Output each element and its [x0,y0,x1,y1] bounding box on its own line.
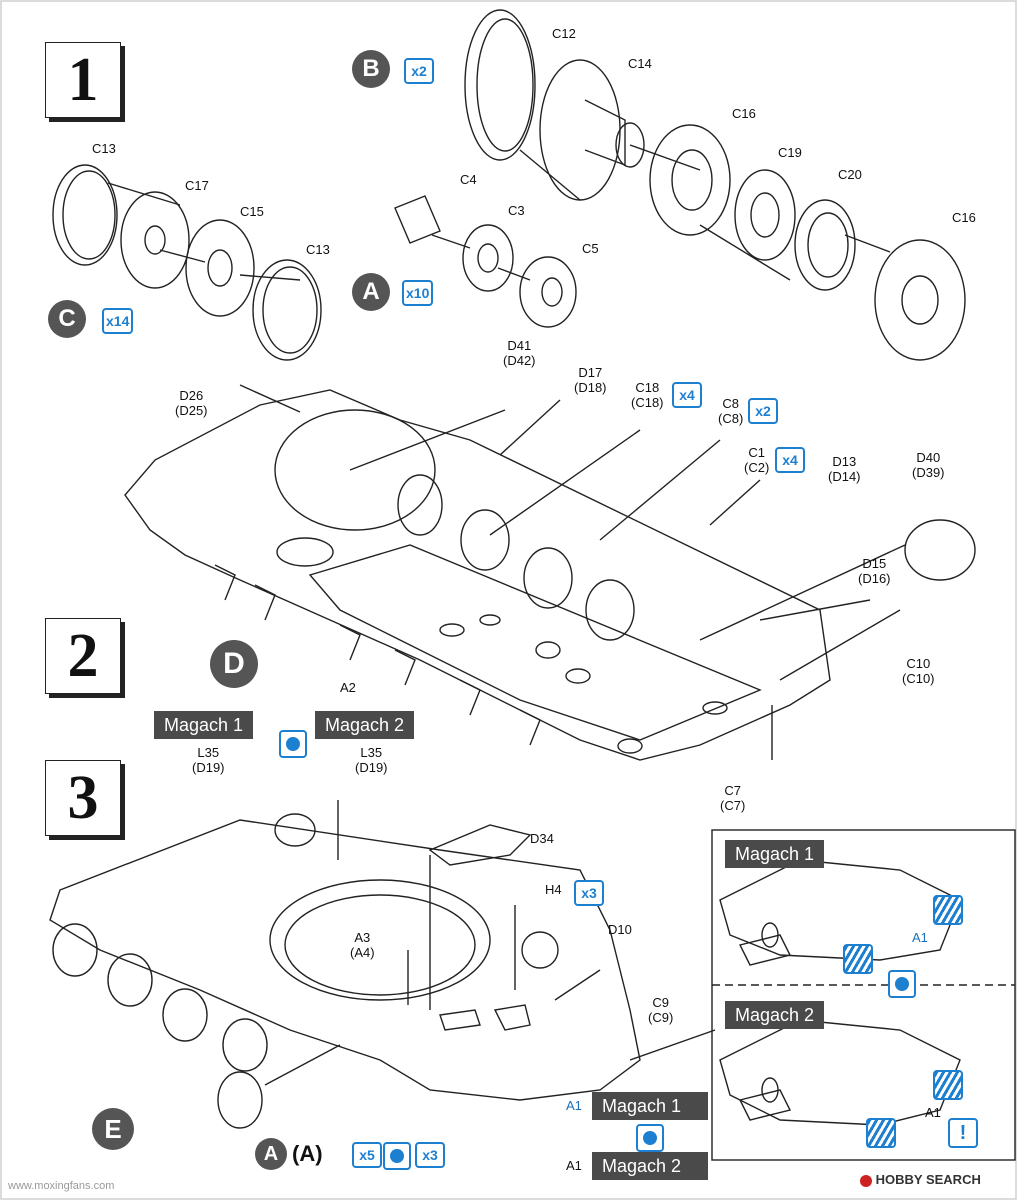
qty-a-x5: x5 [352,1142,382,1168]
part-label-c10: C10 (C10) [902,656,935,686]
part-label-c18: C18 (C18) [631,380,664,410]
part-label-c19: C19 [778,145,802,160]
part-label-c13-right: C13 [306,242,330,257]
part-label-d41: D41 (D42) [503,338,536,368]
inset-tag-magach1: Magach 1 [725,840,825,868]
part-label-c8: C8 (C8) [718,396,744,426]
subassembly-a-badge: A [352,273,390,311]
qty-c8: x2 [748,398,778,424]
swap-icon-bottom [383,1142,411,1170]
drive-sprocket-drawing [464,9,966,361]
subassembly-a-bottom-badge: A [255,1138,287,1170]
qty-c: x14 [102,308,134,334]
subassembly-a-paren-label: (A) [292,1141,323,1166]
part-label-d34: D34 [530,831,554,846]
paint-icon-inset-1 [933,895,963,925]
hull-upper-drawing [49,800,716,1129]
paint-icon-inset-2 [843,944,873,974]
variant-tag-magach1: Magach 1 [154,711,254,739]
subassembly-c-badge: C [48,300,86,338]
qty-c18: x4 [672,382,702,408]
swap-icon-variants [279,730,307,758]
swap-icon-inset [888,970,916,998]
part-label-d17: D17 (D18) [574,365,607,395]
footer-brand-label: HOBBY SEARCH [875,1172,981,1187]
part-label-d26: D26 (D25) [175,388,208,418]
qty-b: x2 [404,58,434,84]
part-label-c12: C12 [552,26,576,41]
part-label-l35-left: L35 (D19) [192,745,225,775]
part-label-c9: C9 (C9) [648,995,674,1025]
paint-icon-inset-4 [866,1118,896,1148]
qty-c1: x4 [775,447,805,473]
part-label-c7: C7 (C7) [720,783,746,813]
brand-logo-icon [860,1174,872,1187]
part-label-c14: C14 [628,56,652,71]
part-label-c1: C1 (C2) [744,445,770,475]
part-label-c17: C17 [185,178,209,193]
hull-lower-drawing [124,384,976,761]
bottom-tag-magach2: Magach 2 [592,1152,708,1180]
qty-a-x3: x3 [415,1142,445,1168]
part-label-a3: A3 (A4) [350,930,375,960]
part-label-c5: C5 [582,241,599,256]
part-label-c16-top: C16 [732,106,756,121]
swap-icon-bottom-variants [636,1124,664,1152]
part-label-a2: A2 [340,680,356,695]
inset-part-a1-top: A1 [912,930,928,945]
variant-tag-magach2: Magach 2 [315,711,415,739]
footer-site: www.moxingfans.com [8,1180,115,1192]
part-label-c13-left: C13 [92,141,116,156]
part-label-c20: C20 [838,167,862,182]
bottom-tag-magach1: Magach 1 [592,1092,708,1120]
part-label-d40: D40 (D39) [912,450,945,480]
inset-tag-magach2: Magach 2 [725,1001,825,1029]
inset-detail-drawing [719,859,961,1126]
bottom-part-a1-blue: A1 [566,1098,582,1113]
subassembly-b-badge: B [352,50,390,88]
qty-a: x10 [402,280,434,306]
warning-icon-inset: ! [948,1118,978,1148]
step-number-3: 3 [45,760,121,836]
step-number-1: 1 [45,42,121,118]
inset-part-a1-bottom: A1 [925,1105,941,1120]
qty-h4: x3 [574,880,604,906]
part-label-c3: C3 [508,203,525,218]
footer-brand: HOBBY SEARCH [860,1172,981,1187]
return-roller-drawing [394,195,577,328]
step-number-2: 2 [45,618,121,694]
part-label-d13: D13 (D14) [828,454,861,484]
part-label-l35-right: L35 (D19) [355,745,388,775]
part-label-c4: C4 [460,172,477,187]
part-label-d10: D10 [608,922,632,937]
part-label-h4: H4 [545,882,562,897]
paint-icon-inset-3 [933,1070,963,1100]
part-label-d15: D15 (D16) [858,556,891,586]
subassembly-e-badge: E [92,1108,134,1150]
bottom-part-a1: A1 [566,1158,582,1173]
road-wheel-assembly-drawing [52,164,322,361]
part-label-c15: C15 [240,204,264,219]
part-label-c16-right: C16 [952,210,976,225]
subassembly-d-badge: D [210,640,258,688]
